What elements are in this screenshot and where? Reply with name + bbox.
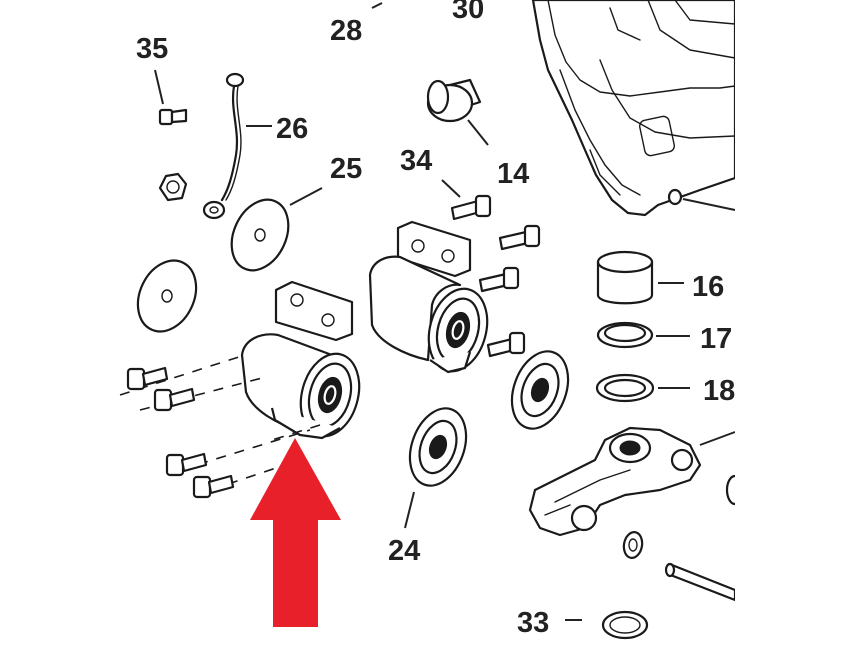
callout-24: 24 <box>388 535 420 567</box>
callout-33: 33 <box>517 607 549 639</box>
housing-bolt <box>667 188 736 211</box>
callout-30: 30 <box>452 0 484 25</box>
callout-28: 28 <box>330 15 362 47</box>
callout-18: 18 <box>703 375 735 407</box>
red-up-arrow-icon <box>250 438 341 627</box>
part-33-ring <box>565 610 649 640</box>
part-34-bolt <box>441 179 492 221</box>
right-bolts <box>478 224 541 358</box>
steering-bracket <box>528 426 736 537</box>
large-washer-left <box>136 259 198 333</box>
small-washer <box>622 531 644 559</box>
housing-casting <box>531 0 737 217</box>
callout-34: 34 <box>400 145 432 177</box>
callout-26: 26 <box>276 113 308 145</box>
hex-nut <box>158 172 188 202</box>
callout-14: 14 <box>497 158 529 190</box>
callout-17: 17 <box>700 323 732 355</box>
leader-28 <box>371 2 383 9</box>
part-25-washer <box>230 187 323 272</box>
part-35-screw <box>154 69 188 126</box>
part-16-sleeve <box>596 250 684 305</box>
bushing-washer-right <box>510 350 570 430</box>
front-mount-bushing <box>240 280 361 440</box>
part-17-ring <box>596 321 690 349</box>
right-margin <box>735 0 850 650</box>
callout-16: 16 <box>692 271 724 303</box>
callout-35: 35 <box>136 33 168 65</box>
part-14-sleeve <box>426 78 489 146</box>
part-26-ground-strap <box>202 72 272 220</box>
part-18-washer <box>595 373 690 403</box>
rear-mount-bushing <box>368 220 489 374</box>
long-shaft <box>664 562 737 602</box>
callout-25: 25 <box>330 153 362 185</box>
left-bolts <box>126 366 235 499</box>
part-24-bushing-washer <box>404 407 468 529</box>
